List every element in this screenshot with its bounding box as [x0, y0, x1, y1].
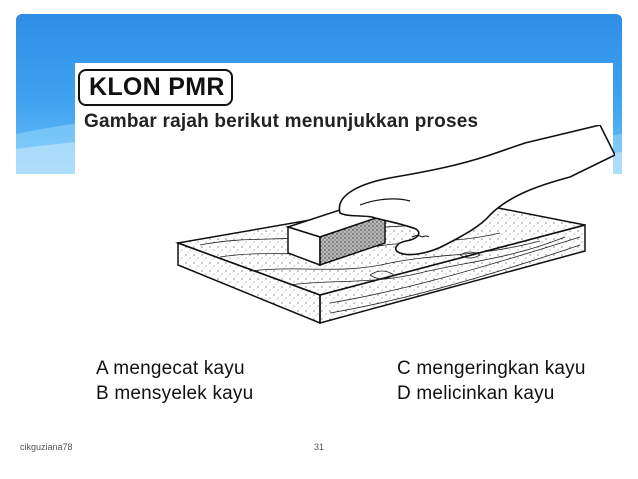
option-d: D melicinkan kayu — [397, 383, 555, 404]
footer-author: cikguziana78 — [20, 442, 73, 452]
klon-pmr-badge: KLON PMR — [78, 69, 233, 106]
wood-sanding-illustration — [175, 125, 615, 325]
sandpaper-side — [319, 213, 386, 267]
option-b: B mensyelek kayu — [96, 383, 254, 404]
footer-page-number: 31 — [314, 442, 325, 452]
option-a: A mengecat kayu — [96, 358, 245, 379]
option-c: C mengeringkan kayu — [397, 358, 586, 379]
hand-outline — [338, 125, 615, 256]
question-prompt: Gambar rajah berikut menunjukkan proses — [84, 111, 479, 132]
plank-side-face — [319, 224, 586, 324]
